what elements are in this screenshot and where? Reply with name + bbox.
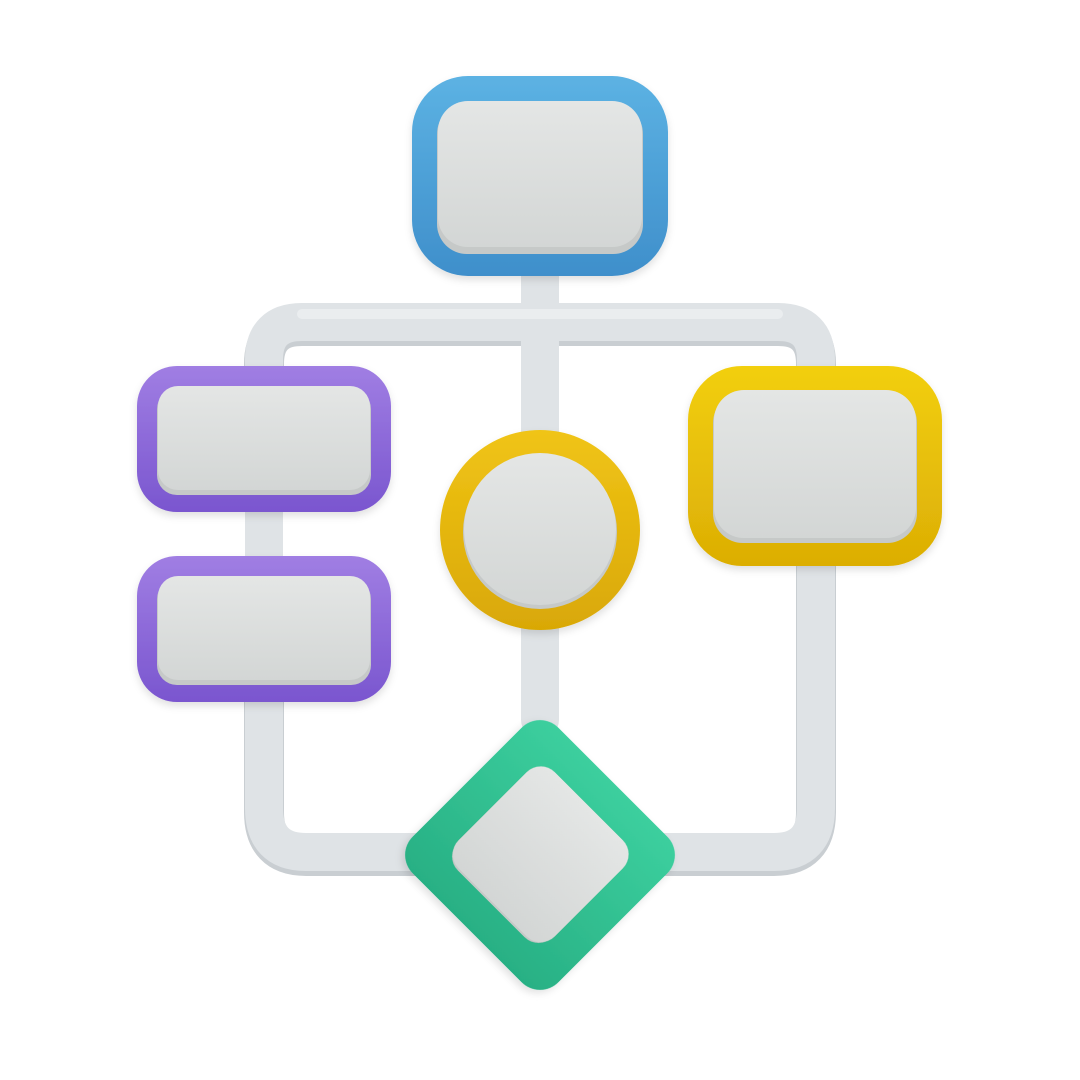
top-process-node [412,76,668,276]
decision-diamond-node [405,720,675,990]
right-process-node [688,366,942,566]
connectors [244,251,836,876]
left-upper-node-inner [158,386,370,490]
left-lower-node-inner [158,576,370,680]
decision-node-inner [452,766,629,943]
top-node-inner [438,101,642,247]
left-lower-process-node [137,556,391,702]
connector-main-layer [245,251,835,871]
left-upper-process-node [137,366,391,512]
center-circle-node [440,430,640,630]
center-node-inner [464,453,616,605]
connector-bottom-loop-main [245,541,835,871]
right-node-inner [714,390,916,538]
